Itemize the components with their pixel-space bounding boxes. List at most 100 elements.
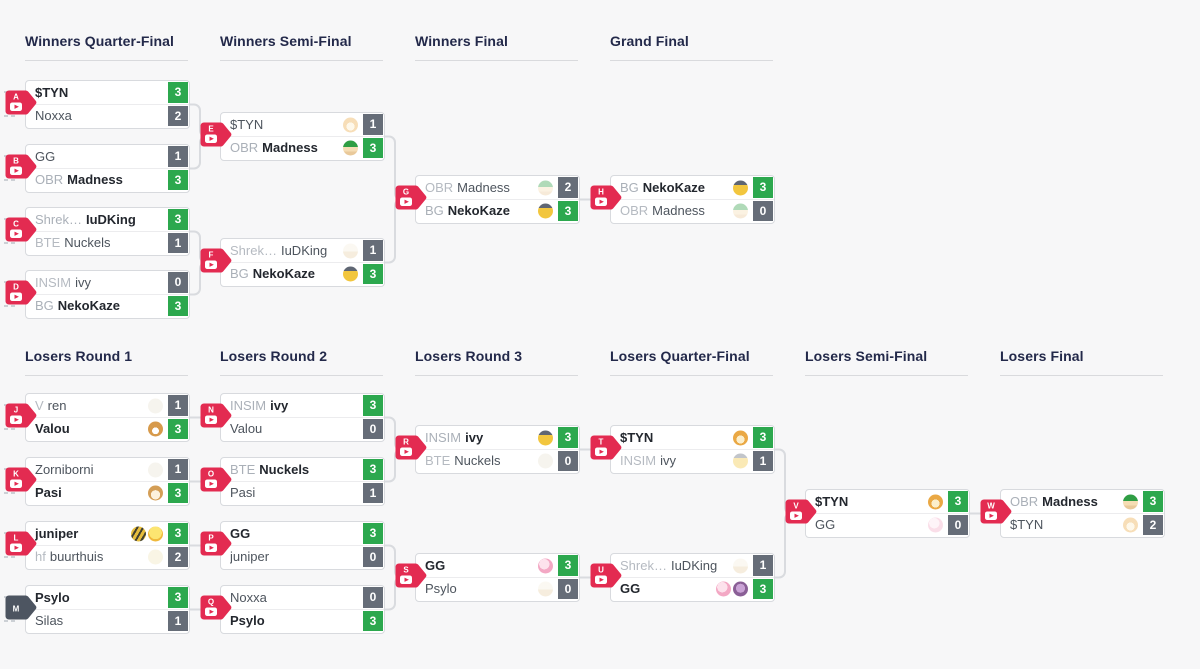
match-badge-video[interactable]: T — [590, 435, 623, 460]
team-row[interactable]: Pasi 1 — [221, 481, 384, 504]
match-badge-video[interactable]: R — [395, 435, 428, 460]
team-row[interactable]: Noxxa 0 — [221, 586, 384, 609]
team-row[interactable]: GG 3 — [611, 577, 774, 600]
match-card[interactable]: K Zorniborni 1 Pasi 3 — [5, 457, 190, 506]
team-emotes — [536, 581, 553, 597]
team-row[interactable]: GG 3 — [416, 554, 579, 577]
match-badge-video[interactable]: V — [785, 499, 818, 524]
team-row[interactable]: $TYN 2 — [1001, 513, 1164, 536]
team-row[interactable]: Valou 3 — [26, 417, 189, 440]
match-card[interactable]: A $TYN 3 Noxxa 2 — [5, 80, 190, 129]
match-badge-video[interactable]: G — [395, 185, 428, 210]
team-row[interactable]: GG 0 — [806, 513, 969, 536]
match-badge-video[interactable]: Q — [200, 595, 233, 620]
match-badge[interactable]: M — [5, 595, 38, 620]
team-row[interactable]: juniper 3 — [26, 522, 189, 545]
match-card[interactable]: U Shrek…IuDKing 1 GG 3 — [590, 553, 775, 602]
match-badge-video[interactable]: F — [200, 248, 233, 273]
match-badge-video[interactable]: U — [590, 563, 623, 588]
match-badge-video[interactable]: C — [5, 217, 38, 242]
match-badge-video[interactable]: D — [5, 280, 38, 305]
team-row[interactable]: $TYN 3 — [611, 426, 774, 449]
match-badge-video[interactable]: H — [590, 185, 623, 210]
team-row[interactable]: Shrek…IuDKing 3 — [26, 208, 189, 231]
match-badge-video[interactable]: O — [200, 467, 233, 492]
team-row[interactable]: Psylo 0 — [416, 577, 579, 600]
team-row[interactable]: $TYN 3 — [806, 490, 969, 513]
team-row[interactable]: Pasi 3 — [26, 481, 189, 504]
team-entry: Shrek…IuDKing — [35, 208, 143, 231]
match-card[interactable]: S GG 3 Psylo 0 — [395, 553, 580, 602]
match-badge-video[interactable]: J — [5, 403, 38, 428]
team-row[interactable]: Silas 1 — [26, 609, 189, 632]
team-row[interactable]: juniper 0 — [221, 545, 384, 568]
badge-arrow-shape — [395, 563, 427, 587]
match-card[interactable]: P GG 3 juniper 0 — [200, 521, 385, 570]
round-header: Winners Final — [415, 33, 578, 61]
team-row[interactable]: Valou 0 — [221, 417, 384, 440]
match-badge-video[interactable]: K — [5, 467, 38, 492]
match-badge-video[interactable]: L — [5, 531, 38, 556]
team-row[interactable]: $TYN 3 — [26, 81, 189, 104]
match-badge-video[interactable]: B — [5, 154, 38, 179]
team-row[interactable]: Shrek…IuDKing 1 — [611, 554, 774, 577]
match-badge-video[interactable]: W — [980, 499, 1013, 524]
match-card[interactable]: Q Noxxa 0 Psylo 3 — [200, 585, 385, 634]
match-badge-video[interactable]: P — [200, 531, 233, 556]
team-row[interactable]: GG 1 — [26, 145, 189, 168]
team-row[interactable]: GG 3 — [221, 522, 384, 545]
team-row[interactable]: Psylo 3 — [221, 609, 384, 632]
team-row[interactable]: Zorniborni 1 — [26, 458, 189, 481]
match-card[interactable]: M Psylo 3 Silas 1 — [5, 585, 190, 634]
team-emotes — [146, 549, 163, 565]
match-badge-video[interactable]: S — [395, 563, 428, 588]
luigi-icon — [538, 180, 553, 195]
team-score: 2 — [1143, 515, 1163, 535]
match-letter: W — [987, 501, 995, 510]
match-card[interactable]: V $TYN 3 GG 0 — [785, 489, 970, 538]
play-icon — [10, 229, 22, 238]
team-row[interactable]: $TYN 1 — [221, 113, 384, 136]
match-badge-video[interactable]: E — [200, 122, 233, 147]
team-tag: hf — [35, 549, 46, 564]
team-row[interactable]: Shrek…IuDKing 1 — [221, 239, 384, 262]
team-row[interactable]: Psylo 3 — [26, 586, 189, 609]
team-row[interactable]: Noxxa 2 — [26, 104, 189, 127]
play-icon — [400, 575, 412, 584]
match-badge-video[interactable]: N — [200, 403, 233, 428]
match-badge-video[interactable]: A — [5, 90, 38, 115]
team-emotes — [341, 266, 358, 282]
